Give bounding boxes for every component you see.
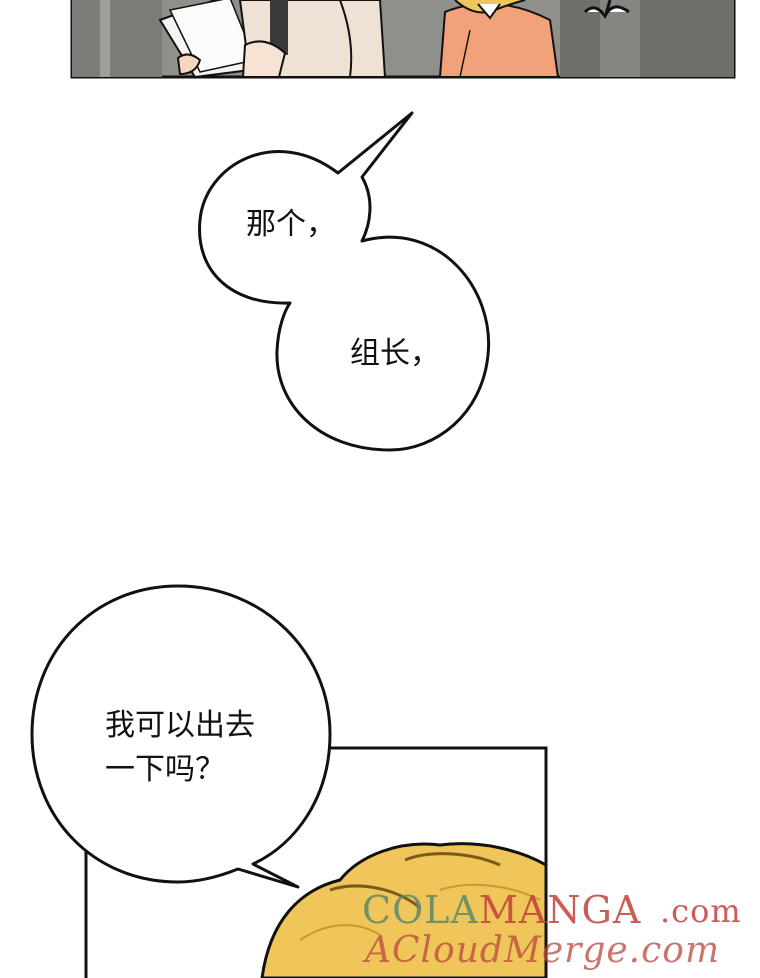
bubble-bottom-text: 我可以出去 一下吗？ [105, 708, 255, 787]
sfx-glyph [583, 0, 630, 19]
speech-bubble-top [198, 111, 491, 452]
speech-bubble-bottom [30, 584, 332, 889]
watermark-line1: COLAMANGA [362, 888, 641, 932]
character-hair-illustration [260, 842, 548, 978]
bubble-top-line1: 那个， [246, 207, 336, 242]
watermark-manga: MANGA [478, 888, 642, 932]
watermark-cola: COLA [362, 888, 479, 932]
watermark-line2: ACloudMerge.com [365, 930, 721, 971]
bubble-top-line2: 组长， [350, 336, 440, 371]
beige-person-illustration [238, 0, 387, 78]
orange-person-illustration [438, 0, 560, 78]
watermark-dotcom: .com [660, 892, 742, 930]
top-panel [70, 0, 736, 79]
